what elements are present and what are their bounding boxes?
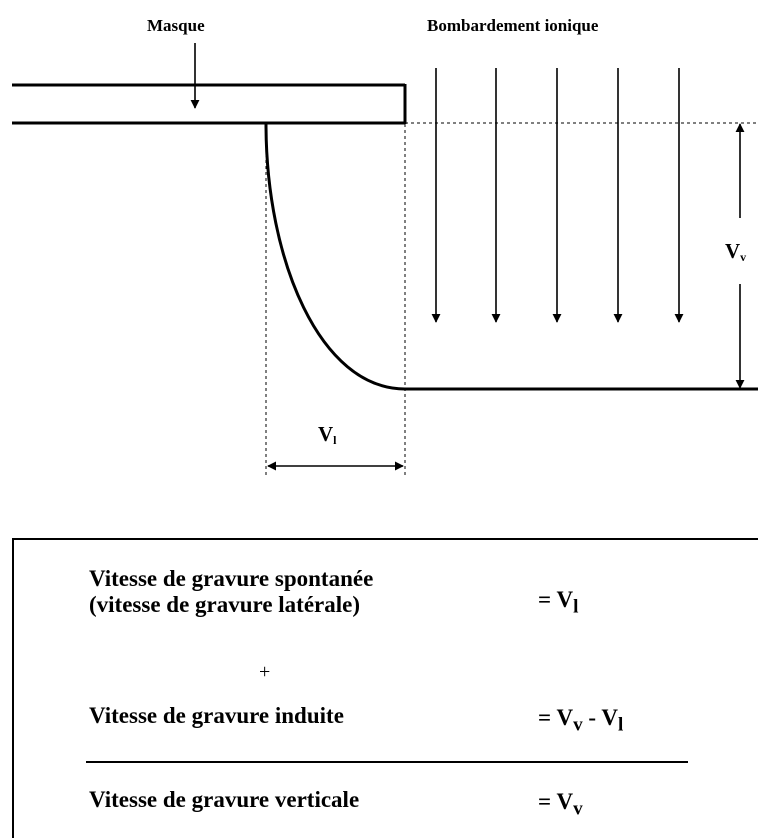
lateral-speed-label: Vl [318,422,337,447]
sum-divider-line [86,761,688,763]
vertical-speed-symbol: V [725,239,741,263]
induced-rate-equation: = Vv - Vl [538,706,623,735]
mask-label: Masque [147,16,205,35]
ion-arrows [431,68,684,323]
spontaneous-rate-line1: Vitesse de gravure spontanée [89,566,374,591]
spontaneous-rate-line2: (vitesse de gravure latérale) [89,592,361,618]
vertical-rate-label: Vitesse de gravure verticale [89,787,360,812]
induced-rate-label: Vitesse de gravure induite [89,703,344,728]
ion-bombardment-label: Bombardement ionique [427,16,599,35]
lateral-speed-subscript: l [333,433,337,447]
plus-sign: + [259,661,271,683]
vertical-speed-label: Vv [725,239,747,264]
etch-profile-curve [264,123,406,391]
spontaneous-rate-label: Vitesse de gravure spontanée (vitesse de… [89,566,373,619]
mask-layer [12,83,407,125]
lateral-speed-symbol: V [318,422,334,446]
induced-eq-subscript-2: l [618,714,624,736]
vertical-rate-equation: = Vv [538,790,583,819]
spontaneous-eq-prefix: = V [538,587,574,612]
summary-box [12,538,758,838]
induced-eq-subscript-1: v [573,714,583,736]
spontaneous-eq-subscript: l [573,596,579,618]
induced-eq-prefix: = V [538,705,574,730]
induced-eq-middle: - V [582,705,618,730]
vertical-eq-prefix: = V [538,789,574,814]
vertical-eq-subscript: v [573,798,583,820]
spontaneous-rate-equation: = Vl [538,588,578,617]
vertical-speed-subscript: v [740,250,747,264]
